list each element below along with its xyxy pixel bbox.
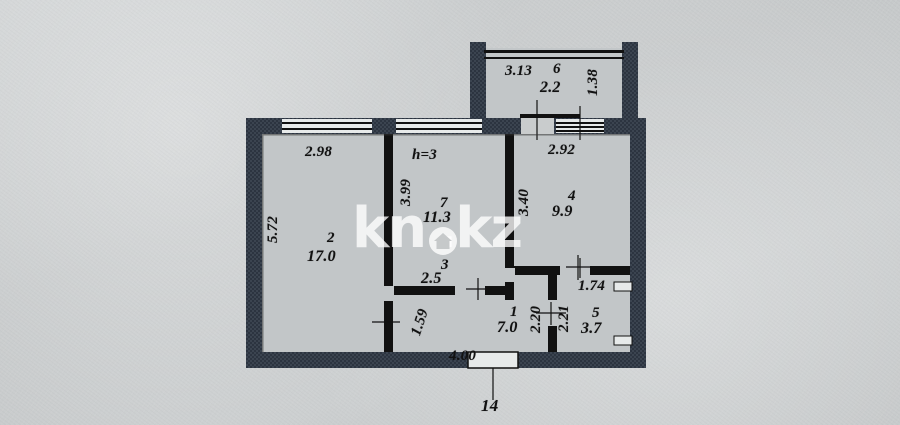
- dimension-ticks: [372, 100, 592, 400]
- room-number-7: 7: [440, 195, 448, 211]
- room-number-4: 4: [568, 188, 576, 204]
- wall-edges: [262, 134, 630, 352]
- room-area-3: 2.5: [421, 270, 442, 287]
- room-area-7: 11.3: [423, 209, 451, 226]
- room-number-3: 3: [441, 257, 449, 273]
- dim-room5-width: 1.74: [578, 278, 606, 294]
- room-area-4: 9.9: [552, 203, 573, 220]
- dim-balcony-height: 1.38: [585, 68, 602, 97]
- dim-balcony-width: 3.13: [505, 63, 533, 79]
- dim-room2-width: 2.98: [305, 144, 333, 160]
- dim-room5-height: 2.21: [556, 304, 573, 333]
- ceiling-height-note: h=3: [412, 147, 437, 163]
- vent-notches: [613, 281, 633, 346]
- room-area-5: 3.7: [581, 320, 602, 337]
- entrance-door: [467, 351, 519, 369]
- exterior-walls: [246, 118, 646, 368]
- dim-room2-height: 5.72: [265, 215, 282, 244]
- room-area-6: 2.2: [540, 79, 561, 96]
- dim-room4-height: 3.40: [516, 188, 533, 217]
- dim-room7-height: 3.99: [398, 178, 415, 207]
- room-number-5: 5: [592, 305, 600, 321]
- room-number-1: 1: [510, 304, 518, 320]
- dim-room4-width: 2.92: [548, 142, 576, 158]
- room-number-2: 2: [327, 230, 335, 246]
- dim-room1-width: 4.00: [449, 348, 477, 364]
- balcony-outline: [470, 42, 638, 124]
- room-area-2: 17.0: [307, 248, 336, 265]
- dim-room1-height: 2.20: [528, 305, 545, 334]
- entrance-marker: 14: [481, 396, 499, 415]
- room-number-6: 6: [553, 61, 561, 77]
- room-area-1: 7.0: [497, 319, 518, 336]
